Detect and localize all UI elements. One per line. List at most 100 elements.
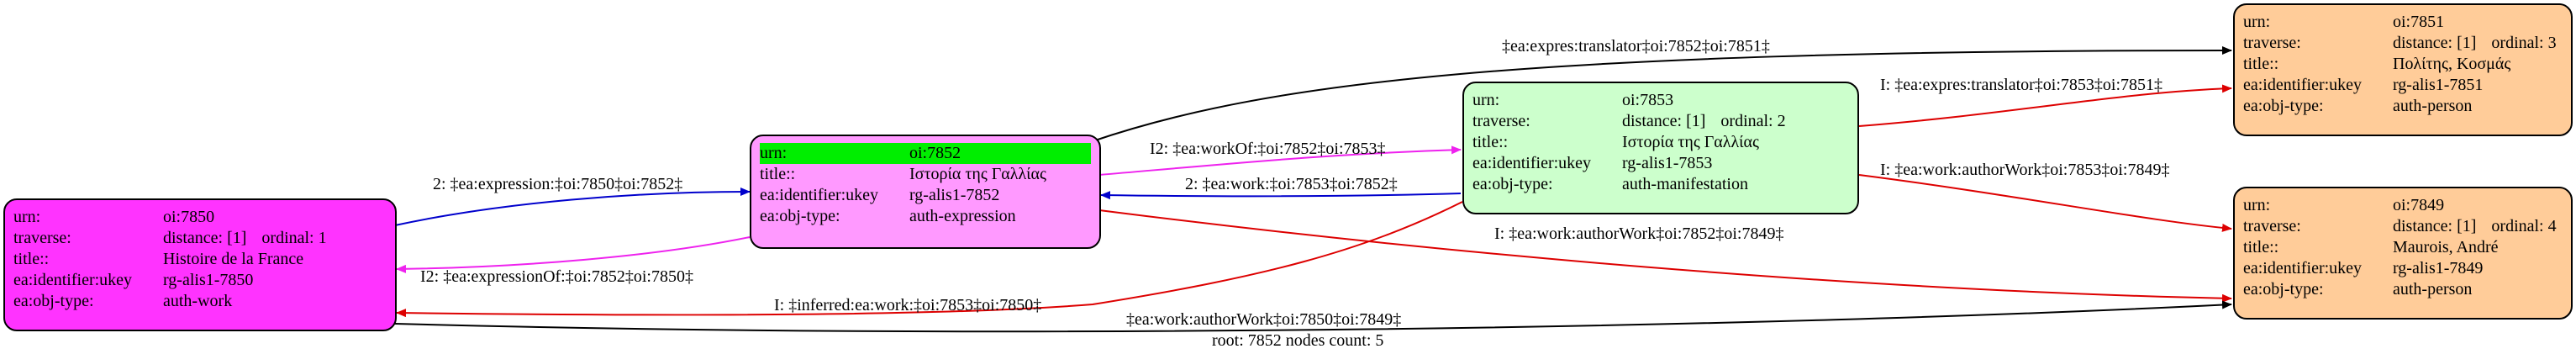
field-key: urn: xyxy=(2243,196,2271,214)
ordinal-value: ordinal: 3 xyxy=(2491,34,2557,52)
node-7853-ukey-row: ea:identifier:ukey rg-alis1-7853 xyxy=(1472,153,1849,174)
node-7852-title-row: title::Ιστορία της Γαλλίας xyxy=(760,164,1091,185)
field-key: ea:obj-type: xyxy=(1472,175,1553,193)
field-key: urn: xyxy=(1472,91,1500,109)
node-7851-traverse-row: traverse: distance: [1] ordinal: 3 xyxy=(2243,33,2563,54)
field-key: title:: xyxy=(13,250,50,268)
field-key: ea:identifier:ukey xyxy=(2243,76,2363,94)
edge-label-authorwork-7852: I: ‡ea:work:authorWork‡oi:7852‡oi:7849‡ xyxy=(1494,225,1784,243)
node-7849-traverse-row: traverse: distance: [1]ordinal: 4 xyxy=(2243,216,2563,237)
field-value: distance: [1] ordinal: 3 xyxy=(2393,33,2563,54)
node-7850-urn-row: urn: oi:7850 xyxy=(13,207,387,228)
node-7850-traverse-row: traverse: distance: [1] ordinal: 1 xyxy=(13,228,387,249)
node-7851-ukey-row: ea:identifier:ukey rg-alis1-7851 xyxy=(2243,75,2563,96)
field-value: rg-alis1-7851 xyxy=(2393,76,2484,94)
node-7849-urn-row: urn: oi:7849 xyxy=(2243,195,2563,216)
field-value: oi:7850 xyxy=(163,208,215,226)
edge-translator-7852-7851 xyxy=(1092,46,2232,142)
edge-authorwork-7850-7849 xyxy=(394,300,2232,333)
ordinal-value: ordinal: 4 xyxy=(2491,217,2557,235)
edge-inferred-7853-7850 xyxy=(396,201,1463,318)
field-key: traverse: xyxy=(13,229,71,247)
field-value: oi:7849 xyxy=(2393,196,2445,214)
field-key: ea:obj-type: xyxy=(2243,97,2324,115)
field-value: oi:7853 xyxy=(1622,91,1674,109)
node-7850[interactable]: urn: oi:7850 traverse: distance: [1] ordina… xyxy=(3,198,397,331)
field-key: urn: xyxy=(13,208,41,226)
edge-label-translator-7853: I: ‡ea:expres:translator‡oi:7853‡oi:7851… xyxy=(1880,76,2163,94)
node-7853-title-row: title::Ιστορία της Γαλλίας xyxy=(1472,132,1849,153)
node-7851-type-row: ea:obj-type: auth-person xyxy=(2243,96,2563,117)
field-value: Πολίτης, Κοσμάς xyxy=(2393,55,2511,73)
edge-label-workof: I2: ‡ea:workOf:‡oi:7852‡oi:7853‡ xyxy=(1150,140,1386,158)
field-value: Ιστορία της Γαλλίας xyxy=(1622,133,1759,151)
field-key: urn: xyxy=(760,144,788,162)
edge-translator-7853-7851 xyxy=(1858,84,2232,127)
edge-authorwork-7853-7849 xyxy=(1858,174,2232,232)
field-key: urn: xyxy=(2243,13,2271,31)
field-value: auth-manifestation xyxy=(1622,175,1748,193)
field-key: ea:identifier:ukey xyxy=(2243,259,2363,277)
field-value: oi:7851 xyxy=(2393,13,2445,31)
node-7852-ukey-row: ea:identifier:ukey rg-alis1-7852 xyxy=(760,185,1091,206)
field-value: auth-person xyxy=(2393,97,2473,115)
field-key: ea:identifier:ukey xyxy=(1472,154,1592,172)
field-value: oi:7852 xyxy=(909,144,961,162)
ordinal-value: ordinal: 2 xyxy=(1720,112,1786,130)
field-key: traverse: xyxy=(1472,112,1530,130)
edge-label-expression: 2: ‡ea:expression:‡oi:7850‡oi:7852‡ xyxy=(433,175,683,193)
field-key: ea:identifier:ukey xyxy=(760,186,879,204)
field-key: title:: xyxy=(2243,55,2279,73)
field-key: title:: xyxy=(2243,238,2279,256)
node-7852-type-row: ea:obj-type: auth-expression xyxy=(760,206,1091,227)
edge-workof-7852-7853 xyxy=(1098,145,1462,176)
node-7853-urn-row: urn: oi:7853 xyxy=(1472,90,1849,111)
node-7850-ukey-row: ea:identifier:ukey rg-alis1-7850 xyxy=(13,270,387,291)
field-key: traverse: xyxy=(2243,217,2301,235)
field-value: rg-alis1-7850 xyxy=(163,271,254,289)
field-value: auth-expression xyxy=(909,207,1016,225)
node-7849-type-row: ea:obj-type: auth-person xyxy=(2243,279,2563,300)
node-7852-urn-row: urn: oi:7852 xyxy=(760,143,1091,164)
node-7850-type-row: ea:obj-type: auth-work xyxy=(13,291,387,312)
field-value: distance: [1] ordinal: 1 xyxy=(163,228,387,249)
edge-authorwork-7852-7849 xyxy=(1098,209,2232,303)
field-value: Histoire de la France xyxy=(163,250,304,268)
field-key: ea:obj-type: xyxy=(760,207,840,225)
field-value: distance: [1]ordinal: 4 xyxy=(2393,216,2563,237)
field-key: traverse: xyxy=(2243,34,2301,52)
node-7849-ukey-row: ea:identifier:ukey rg-alis1-7849 xyxy=(2243,258,2563,279)
distance-value: distance: [1] xyxy=(1622,112,1706,130)
node-7851-urn-row: urn: oi:7851 xyxy=(2243,12,2563,33)
field-value: distance: [1] ordinal: 2 xyxy=(1622,111,1849,132)
node-7853-type-row: ea:obj-type: auth-manifestation xyxy=(1472,174,1849,195)
field-value: rg-alis1-7853 xyxy=(1622,154,1713,172)
node-7849[interactable]: urn: oi:7849 traverse: distance: [1]ordina… xyxy=(2233,187,2573,320)
edge-expression-7850-7852 xyxy=(394,188,751,226)
field-key: ea:obj-type: xyxy=(13,292,94,310)
field-value: rg-alis1-7849 xyxy=(2393,259,2484,277)
distance-value: distance: [1] xyxy=(2393,34,2477,52)
edge-label-authorwork-7850: ‡ea:work:authorWork‡oi:7850‡oi:7849‡ xyxy=(1126,310,1402,329)
node-7849-title-row: title::Maurois, André xyxy=(2243,237,2563,258)
field-value: auth-work xyxy=(163,292,233,310)
node-7850-title-row: title::Histoire de la France xyxy=(13,249,387,270)
node-7853[interactable]: urn: oi:7853 traverse: distance: [1] ordina… xyxy=(1462,82,1859,214)
field-value: auth-person xyxy=(2393,280,2473,299)
field-key: ea:obj-type: xyxy=(2243,280,2324,299)
field-key: ea:identifier:ukey xyxy=(13,271,133,289)
distance-value: distance: [1] xyxy=(163,229,247,247)
node-7851-title-row: title::Πολίτης, Κοσμάς xyxy=(2243,54,2563,75)
edge-label-authorwork-7853: I: ‡ea:work:authorWork‡oi:7853‡oi:7849‡ xyxy=(1880,161,2170,179)
node-7852[interactable]: urn: oi:7852 title::Ιστορία της Γαλλίας e… xyxy=(750,135,1101,249)
ordinal-value: ordinal: 1 xyxy=(261,229,327,247)
field-value: rg-alis1-7852 xyxy=(909,186,1000,204)
node-7851[interactable]: urn: oi:7851 traverse: distance: [1] ordina… xyxy=(2233,3,2573,136)
graph-footer: root: 7852 nodes count: 5 xyxy=(1212,331,1384,350)
edge-label-expressionof: I2: ‡ea:expressionOf:‡oi:7852‡oi:7850‡ xyxy=(420,267,693,286)
field-key: title:: xyxy=(760,165,796,183)
field-value: Maurois, André xyxy=(2393,238,2499,256)
node-7853-traverse-row: traverse: distance: [1] ordinal: 2 xyxy=(1472,111,1849,132)
field-value: Ιστορία της Γαλλίας xyxy=(909,165,1046,183)
